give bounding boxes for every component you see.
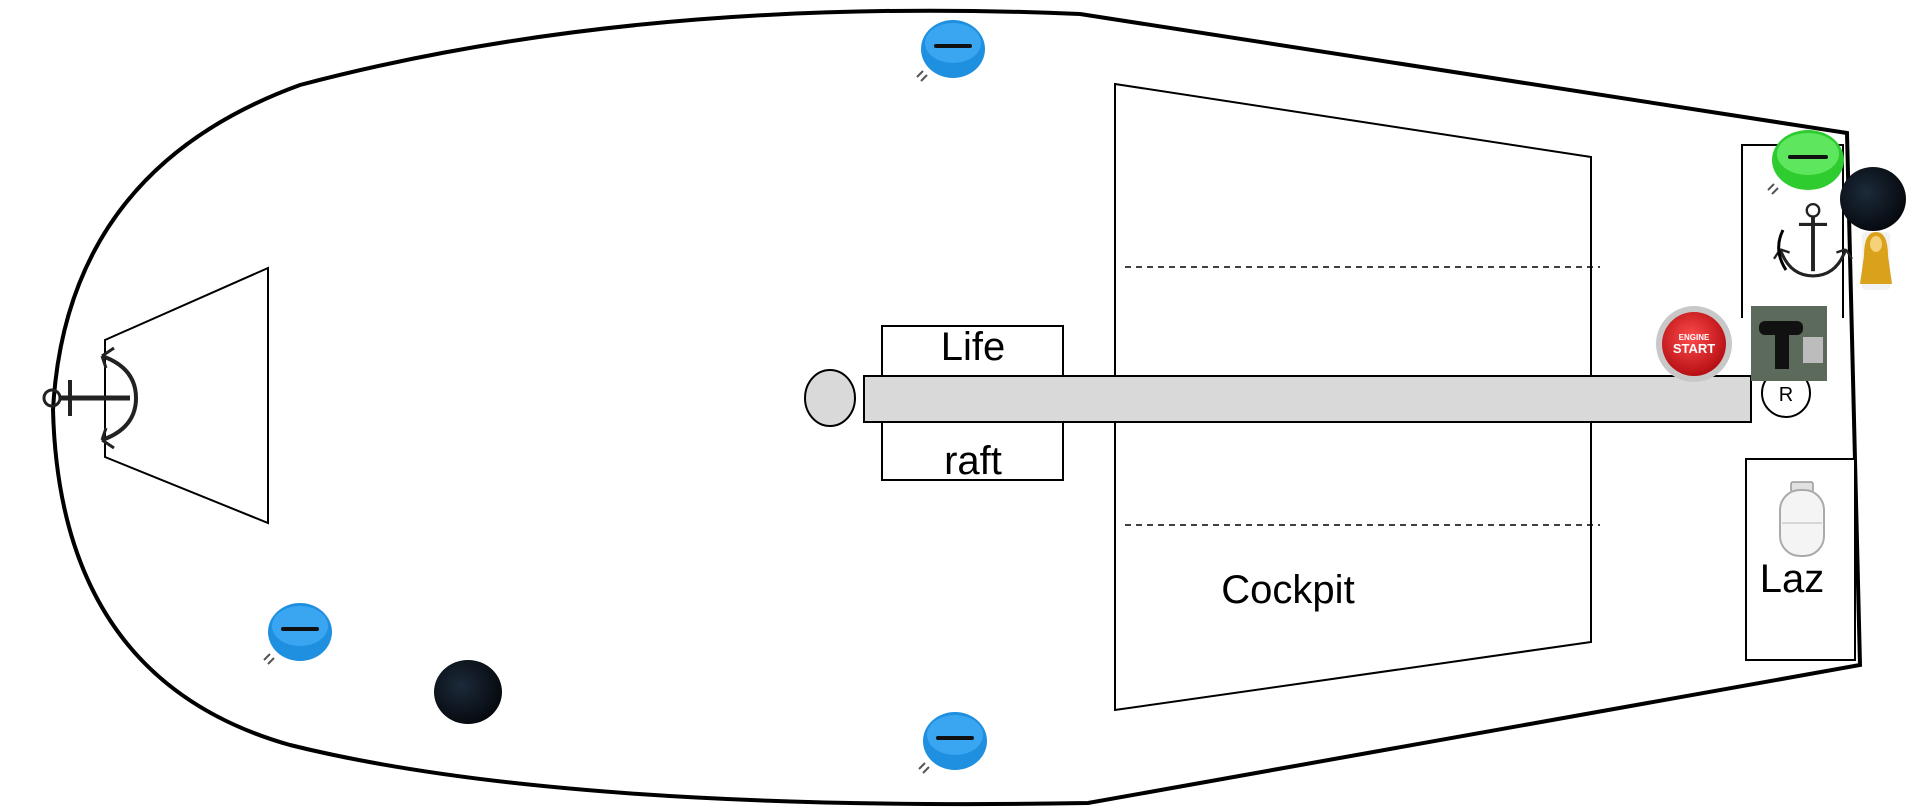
boom — [863, 375, 1752, 423]
hatch-icon — [434, 660, 502, 724]
cockpit-outline — [1114, 82, 1592, 712]
engine-start-button-icon[interactable]: ENGINE START — [1656, 306, 1732, 382]
lazarette-label: Laz — [1760, 557, 1825, 601]
engine-start-top-label: ENGINE — [1679, 333, 1710, 342]
stern-arc-mark — [1777, 229, 1788, 271]
mast — [804, 369, 856, 427]
life-raft-label-bottom: raft — [944, 439, 1002, 483]
propane-tank-icon — [1779, 481, 1825, 557]
engine-start-main-label: START — [1673, 341, 1715, 356]
life-raft-label-top: Life — [941, 325, 1006, 369]
cleat-icon[interactable] — [1767, 130, 1844, 195]
winch-icon — [1860, 232, 1892, 290]
hatch-icon — [1840, 167, 1906, 231]
forward-hatch-outline — [104, 266, 269, 525]
cockpit-label: Cockpit — [1221, 568, 1354, 612]
tiller-handle-icon[interactable] — [1751, 306, 1827, 381]
rudder-label: R — [1779, 384, 1793, 406]
